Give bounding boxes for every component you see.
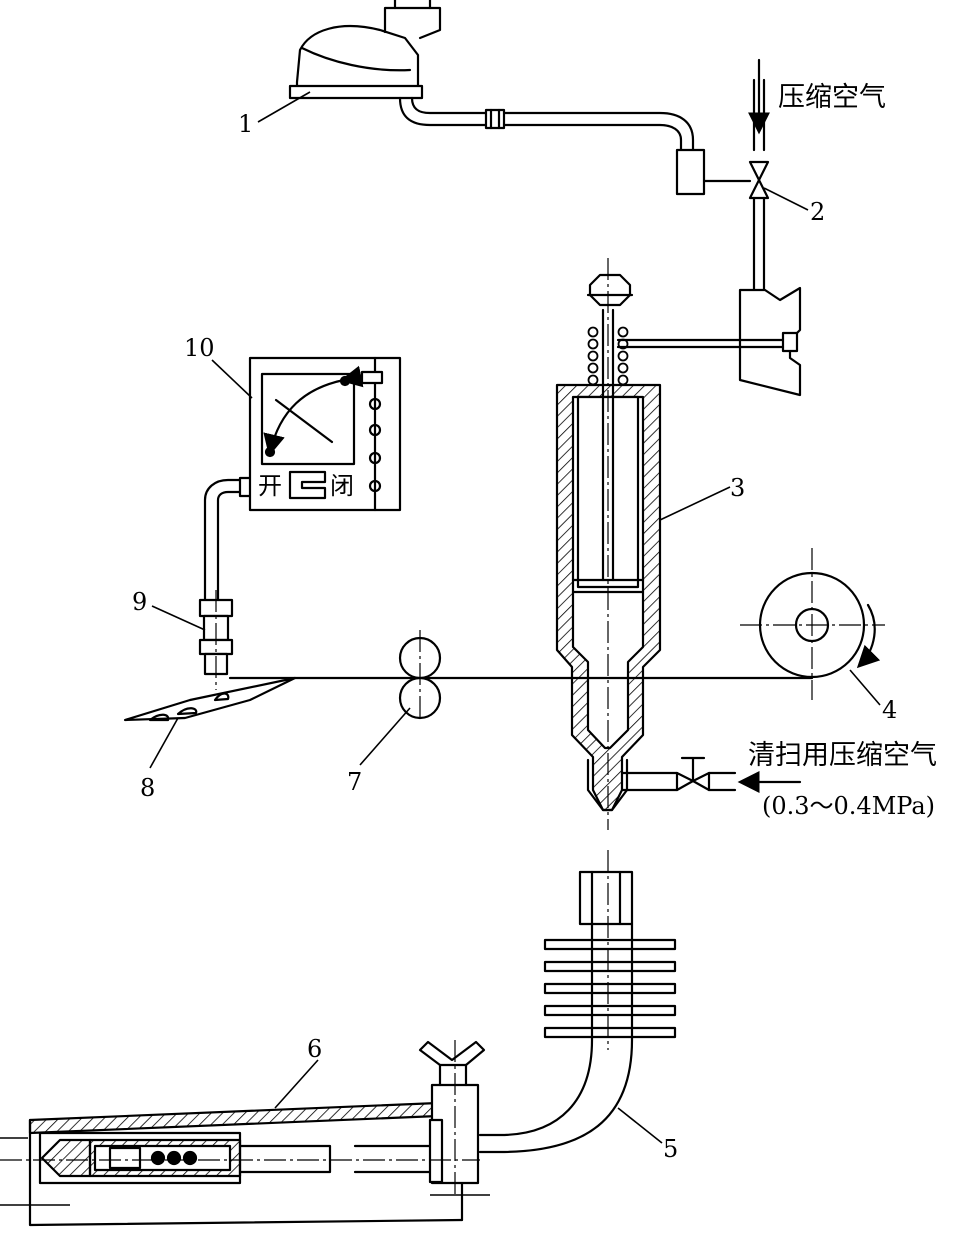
callout-8: 8 bbox=[140, 774, 155, 802]
torch-nozzle bbox=[198, 476, 258, 676]
callout-2: 2 bbox=[810, 198, 825, 226]
callout-10: 10 bbox=[184, 334, 215, 362]
callout-9: 9 bbox=[132, 588, 147, 616]
controller-box bbox=[248, 356, 402, 512]
switch-close-label: 闭 bbox=[330, 472, 354, 500]
compressed-air-label: 压缩空气 bbox=[778, 82, 886, 113]
callout-1: 1 bbox=[238, 110, 253, 138]
workpiece bbox=[123, 676, 297, 722]
callout-5: 5 bbox=[663, 1135, 678, 1163]
foot-pedal bbox=[288, 0, 752, 196]
gun-barrel bbox=[28, 1040, 486, 1227]
air-valve bbox=[738, 58, 802, 397]
callout-3: 3 bbox=[730, 474, 745, 502]
callout-7: 7 bbox=[347, 768, 362, 796]
purge-air-label: 清扫用压缩空气 bbox=[748, 740, 937, 771]
purge-valve bbox=[620, 756, 737, 792]
purge-pressure-label: (0.3～0.4MPa) bbox=[762, 792, 935, 820]
switch-open-label: 开 bbox=[258, 472, 282, 500]
callout-4: 4 bbox=[882, 696, 897, 724]
callout-6: 6 bbox=[307, 1035, 322, 1063]
cooling-fins bbox=[478, 870, 677, 1154]
